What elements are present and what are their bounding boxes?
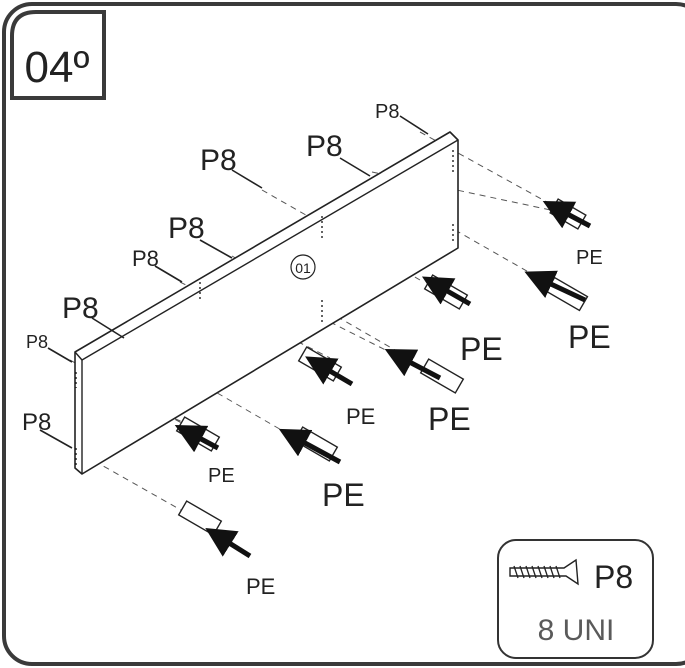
dowel-label: PE — [460, 331, 503, 367]
dowel-label: PE — [208, 465, 235, 487]
dowel-label: PE — [568, 319, 611, 355]
screw-label: P8 — [22, 409, 51, 436]
legend-quantity: 8 UNI — [538, 614, 615, 647]
parts-legend-box: P8 8 UNI — [497, 539, 654, 659]
legend-part-code: P8 — [594, 559, 633, 595]
dowel-labels: PE PE PE PE PE PE PE PE — [208, 247, 611, 599]
screws — [39, 115, 429, 449]
step-number: 04º — [24, 43, 89, 92]
screw-label: P8 — [62, 292, 99, 325]
dowel-label: PE — [576, 247, 603, 269]
screw-label: P8 — [200, 144, 237, 177]
dowel-label: PE — [428, 401, 471, 437]
part-id-circle — [290, 254, 316, 280]
dowels — [174, 198, 592, 559]
panel-01: 01 — [74, 131, 459, 475]
part-id-label: 01 — [295, 260, 311, 276]
screw-labels: P8 P8 P8 P8 P8 P8 P8 P8 — [22, 101, 399, 436]
screw-label: P8 — [375, 101, 399, 123]
dowel-label: PE — [322, 477, 365, 513]
step-number-box: 04º — [10, 10, 106, 100]
screw-label: P8 — [26, 332, 48, 352]
screw-label: P8 — [132, 246, 159, 271]
dowel-label: PE — [246, 574, 275, 599]
screw-label: P8 — [168, 212, 205, 245]
screw-label: P8 — [306, 130, 343, 163]
screw-icon — [509, 558, 579, 586]
dowel-label: PE — [346, 404, 375, 429]
